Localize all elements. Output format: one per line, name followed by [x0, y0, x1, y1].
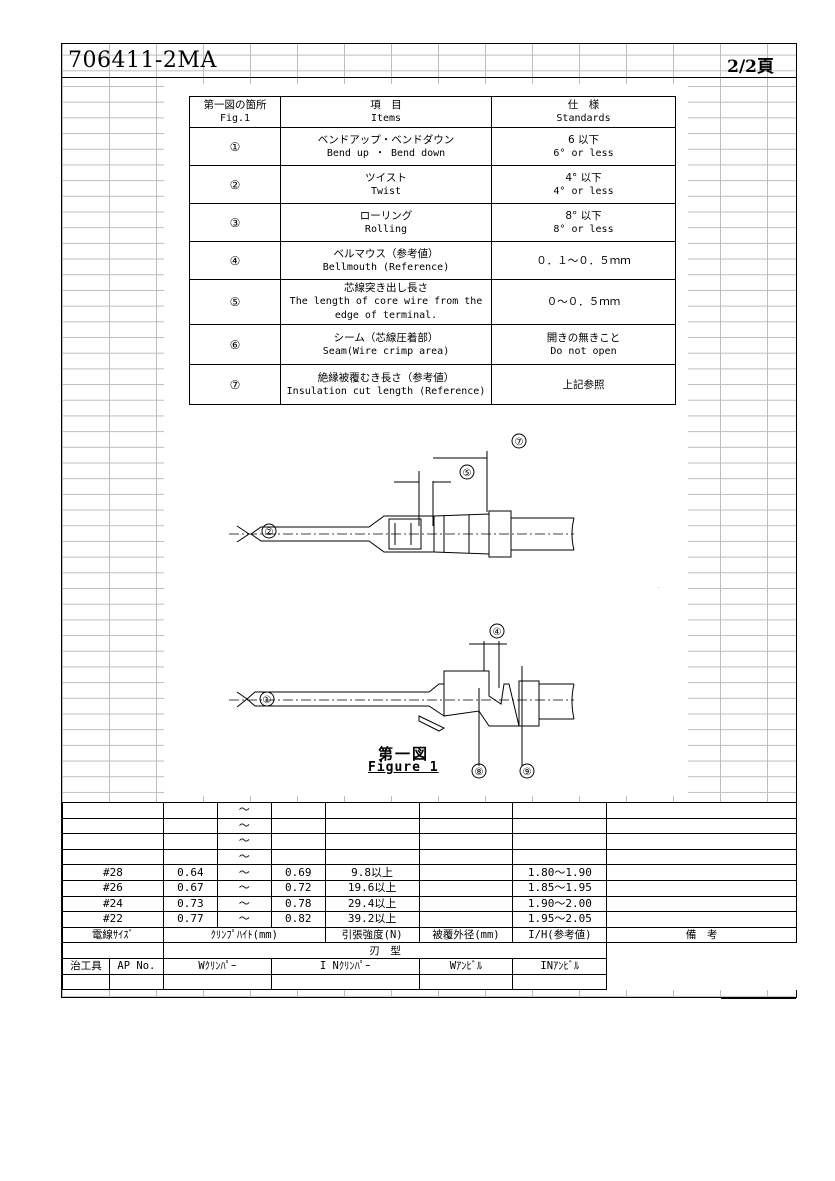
spec-mark: ⑦ — [189, 364, 281, 405]
document-code: 706411-2MA — [68, 48, 217, 73]
crimp-empty-row: ～ — [62, 802, 797, 819]
crimp-row: #26 0.67 ～ 0.72 19.6以上 1.85～1.95 — [62, 879, 797, 897]
callout-7 — [511, 433, 527, 449]
crimp-empty-row: ～ — [62, 817, 797, 835]
page-number: 2/2頁 — [727, 57, 774, 77]
figure-label: ⑦ — [515, 437, 524, 448]
spec-item: 絶縁被覆むき長さ（参考値）Insulation cut length (Refe… — [280, 364, 492, 405]
figure-label: ⑨ — [523, 767, 532, 778]
terminal-side-view — [229, 623, 575, 779]
spec-mark: ③ — [189, 203, 281, 242]
crimp-spec-table: ～ ～ ～ ～ #28 0.64 ～ 0.69 9.8以上 1.80～1.90 … — [62, 802, 797, 991]
crimp-header-row: 電線ｻｲｽﾞ ｸﾘﾝﾌﾟﾊｲﾄ(mm) 引張強度(N) 被覆外径(mm) I/H… — [62, 926, 797, 944]
spec-item: ベルマウス（参考値）Bellmouth (Reference) — [280, 241, 492, 280]
spec-standard: ０．１～０．５ｍｍ — [491, 241, 676, 280]
title-rule — [62, 77, 796, 78]
signature-line — [721, 998, 796, 999]
terminal-top-view — [229, 433, 575, 558]
crimp-empty-row: ～ — [62, 833, 797, 850]
crimp-row: #24 0.73 ～ 0.78 29.4以上 1.90～2.00 — [62, 895, 797, 913]
figure-label: ⑧ — [475, 767, 484, 778]
crimp-empty-row: ～ — [62, 848, 797, 866]
spec-mark: ① — [189, 127, 281, 166]
callout-8 — [471, 763, 487, 779]
spec-standard: 上記参照 — [491, 364, 676, 405]
figure-label: ② — [265, 527, 274, 538]
figure-caption-jp: 第一図 — [378, 745, 430, 763]
blade-empty-row — [62, 973, 797, 991]
figure-label: ⑤ — [463, 468, 472, 479]
callout-2 — [261, 523, 277, 539]
terminal-drawing: ⑦ ⑤ ② ③ ⑥ ④ ① ⑧ ⑨ — [229, 433, 659, 779]
callout-9 — [519, 763, 535, 779]
blade-title-row: 刃 型 — [62, 942, 797, 959]
figure-caption-en: Figure 1 — [368, 760, 439, 775]
spec-mark: ⑥ — [189, 324, 281, 365]
crimp-row: #22 0.77 ～ 0.82 39.2以上 1.95～2.05 — [62, 911, 797, 928]
figure-label: ① — [263, 695, 272, 706]
spec-mark: ④ — [189, 241, 281, 280]
figure-label: ④ — [493, 627, 502, 638]
spec-standard: ０～０．５ｍｍ — [491, 279, 676, 325]
spec-row: ⑦ 絶縁被覆むき長さ（参考値）Insulation cut length (Re… — [189, 364, 676, 405]
spec-mark: ⑤ — [189, 279, 281, 325]
callout-1 — [259, 691, 275, 707]
spec-row: ⑥ シーム（芯線圧着部）Seam(Wire crimp area) 開きの無きこ… — [189, 324, 676, 365]
spec-item: シーム（芯線圧着部）Seam(Wire crimp area) — [280, 324, 492, 365]
callout-4 — [489, 623, 505, 639]
blade-header-row: 治工具 AP No. Wｸﾘﾝﾊﾟｰ I Nｸﾘﾝﾊﾟｰ Wｱﾝﾋﾞﾙ INｱﾝ… — [62, 957, 797, 975]
spec-row: ④ ベルマウス（参考値）Bellmouth (Reference) ０．１～０．… — [189, 241, 676, 280]
spec-mark: ② — [189, 165, 281, 204]
crimp-row: #28 0.64 ～ 0.69 9.8以上 1.80～1.90 — [62, 864, 797, 881]
callout-5 — [459, 464, 475, 480]
